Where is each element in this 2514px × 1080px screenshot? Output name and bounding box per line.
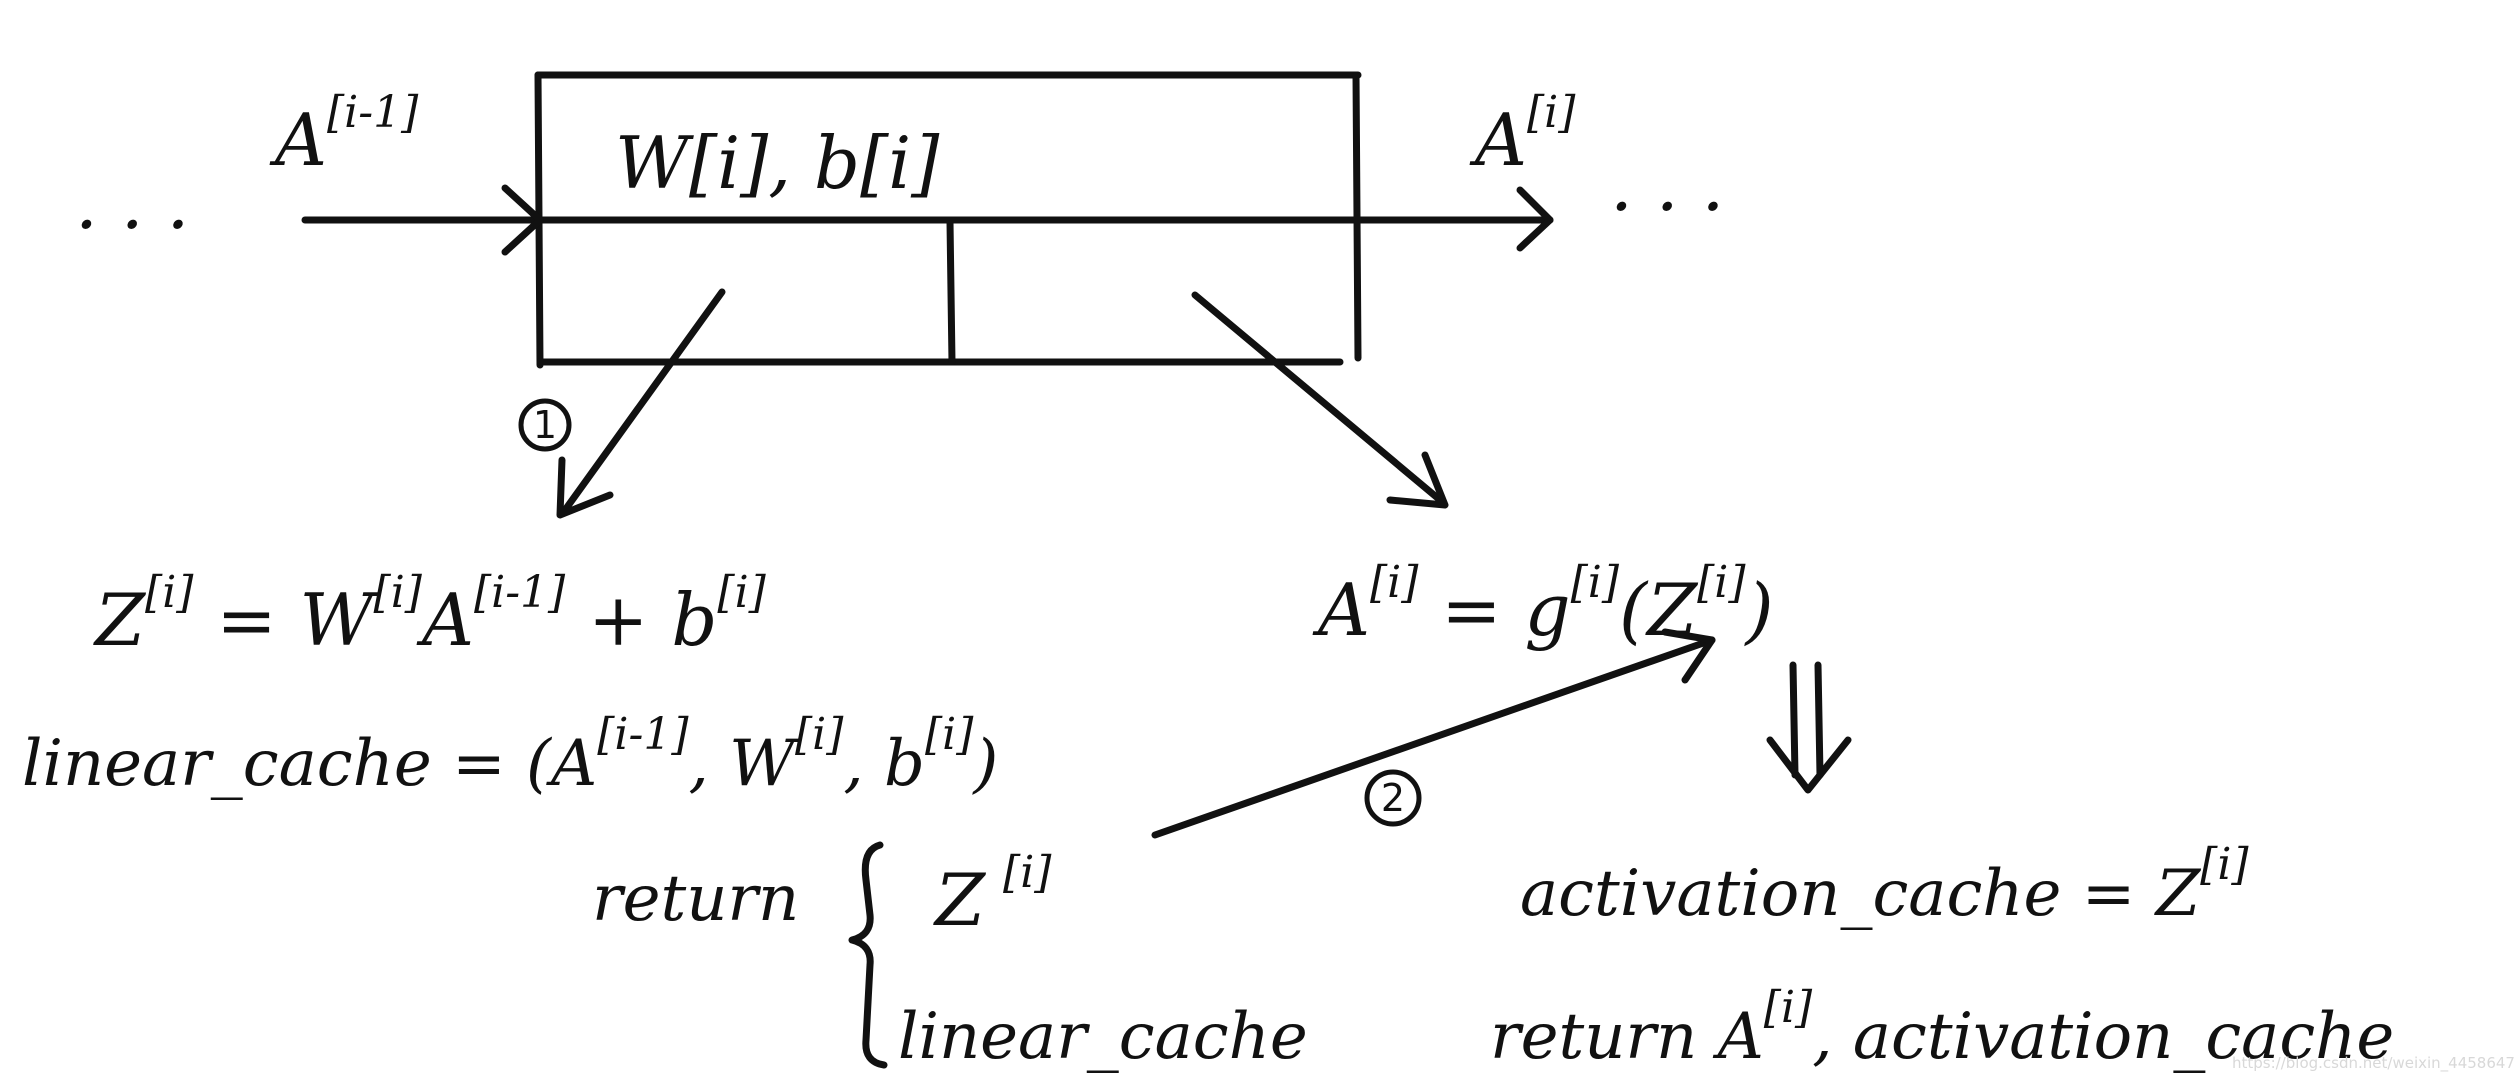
step-1-marker: 1	[518, 398, 572, 452]
activation-return-statement: return A[i], activation_cache	[1490, 982, 2394, 1074]
return-linear-cache: linear_cache	[898, 1000, 1308, 1074]
step-2-circle	[1364, 769, 1422, 827]
ellipsis-right: . . .	[1610, 143, 1724, 227]
forward-arrow	[301, 184, 1554, 256]
activation-step-arrowhead	[1386, 451, 1449, 509]
layer-parameters: W[i], b[i]	[615, 121, 940, 205]
linear-forward-equation: Z[i] = W[i]A[i-1] + b[i]	[93, 567, 767, 662]
activation-cache-definition: activation_cache = Z[i]	[1520, 839, 2249, 931]
output-arrowhead	[1516, 186, 1554, 252]
cache-arrowhead	[1661, 628, 1716, 684]
implies-arrowhead	[1766, 736, 1852, 794]
activation-step-arrow	[1191, 291, 1449, 509]
linear-step-arrow-line	[561, 288, 726, 514]
step-2-marker: 2	[1364, 769, 1422, 827]
linear-step-arrow	[556, 288, 726, 519]
watermark-url: https://blog.csdn.net/weixin_44586473	[2232, 1054, 2514, 1073]
return-brace	[848, 841, 888, 1069]
return-z-value: Z[i]	[933, 847, 1052, 942]
activation-forward-equation: A[i] = g[i](Z[i])	[1312, 557, 1774, 652]
input-activation-label: A[i-1]	[269, 87, 419, 182]
cache-to-activation-arrow	[1151, 628, 1716, 839]
step-1-circle	[518, 398, 572, 452]
linear-return-keyword: return	[592, 862, 799, 936]
box-divider	[946, 218, 956, 366]
cache-arrow-line	[1151, 636, 1716, 839]
output-activation-label: A[i]	[1469, 87, 1576, 182]
ellipsis-left: . . .	[75, 161, 189, 245]
implies-line-right	[1814, 661, 1824, 779]
linear-step-arrowhead	[556, 456, 614, 519]
activation-step-arrow-line	[1191, 291, 1444, 504]
implies-line-left	[1789, 661, 1799, 779]
implies-down-arrow	[1766, 661, 1852, 794]
input-arrowhead	[501, 184, 544, 256]
step-1-number: 1	[533, 403, 557, 447]
linear-cache-definition: linear_cache = (A[i-1], W[i], b[i])	[22, 709, 998, 801]
step-2-number: 2	[1381, 776, 1405, 820]
